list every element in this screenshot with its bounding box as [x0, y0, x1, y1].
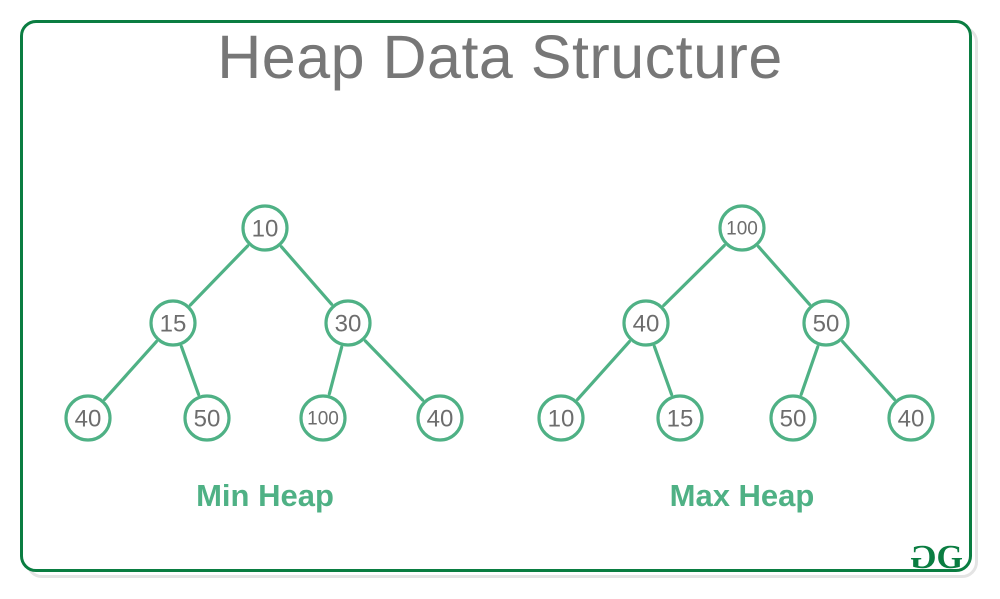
tree-node[interactable]: 50	[802, 299, 850, 347]
tree-node-circle	[416, 394, 464, 442]
max-heap-caption: Max Heap	[669, 478, 815, 513]
tree-node-circle	[183, 394, 231, 442]
tree-edge	[179, 344, 201, 397]
tree-node-value: 50	[780, 406, 807, 433]
tree-edge	[279, 245, 334, 306]
tree-node[interactable]: 50	[769, 394, 817, 442]
tree-node-value: 100	[726, 219, 758, 240]
tree-node-circle	[769, 394, 817, 442]
tree-node-circle	[241, 204, 289, 252]
min-heap-caption: Min Heap	[196, 478, 334, 513]
logo-mirrored-g: G	[911, 539, 937, 576]
tree-node-circle	[64, 394, 112, 442]
tree-node[interactable]: 40	[64, 394, 112, 442]
tree-node-value: 15	[667, 406, 694, 433]
tree-node-circle	[324, 299, 372, 347]
tree-node[interactable]: 10	[241, 204, 289, 252]
tree-node-value: 40	[633, 311, 660, 338]
tree-node[interactable]: 15	[656, 394, 704, 442]
tree-node-value: 40	[75, 406, 102, 433]
tree-node-circle	[299, 394, 347, 442]
tree-node-circle	[622, 299, 670, 347]
content-frame	[20, 20, 972, 572]
logo-g: G	[936, 539, 963, 576]
tree-node-value: 10	[252, 216, 279, 243]
tree-node[interactable]: 100	[718, 204, 766, 252]
tree-node[interactable]: 10	[537, 394, 585, 442]
tree-node-circle	[656, 394, 704, 442]
tree-node-value: 100	[307, 409, 339, 430]
tree-edge	[327, 345, 344, 396]
tree-node[interactable]: 50	[183, 394, 231, 442]
tree-node-value: 30	[335, 311, 362, 338]
tree-edge	[662, 243, 726, 308]
tree-edge	[576, 340, 631, 401]
tree-edge	[799, 345, 820, 396]
tree-node-value: 50	[194, 406, 221, 433]
tree-edge	[103, 340, 158, 401]
page-title: Heap Data Structure	[217, 23, 783, 91]
tree-node-circle	[718, 204, 766, 252]
tree-node[interactable]: 40	[622, 299, 670, 347]
tree-node[interactable]: 30	[324, 299, 372, 347]
tree-node-circle	[149, 299, 197, 347]
tree-node-circle	[537, 394, 585, 442]
edges-layer	[103, 243, 896, 402]
tree-node-circle	[887, 394, 935, 442]
tree-edge	[188, 244, 250, 307]
nodes-layer: 10 15 30 40 50 100 40 100 40 50 10 15 50 40	[64, 204, 935, 442]
tree-node-value: 50	[813, 311, 840, 338]
geeksforgeeks-logo: GG	[911, 539, 963, 576]
tree-edge	[841, 340, 896, 401]
tree-node-value: 15	[160, 311, 187, 338]
tree-node-circle	[802, 299, 850, 347]
tree-node-value: 40	[898, 406, 925, 433]
tree-node[interactable]: 15	[149, 299, 197, 347]
tree-edge	[363, 339, 425, 402]
tree-node[interactable]: 100	[299, 394, 347, 442]
tree-node-value: 10	[548, 406, 575, 433]
tree-node[interactable]: 40	[416, 394, 464, 442]
tree-edge	[756, 245, 812, 306]
tree-edge	[652, 344, 674, 397]
tree-node[interactable]: 40	[887, 394, 935, 442]
tree-node-value: 40	[427, 406, 454, 433]
